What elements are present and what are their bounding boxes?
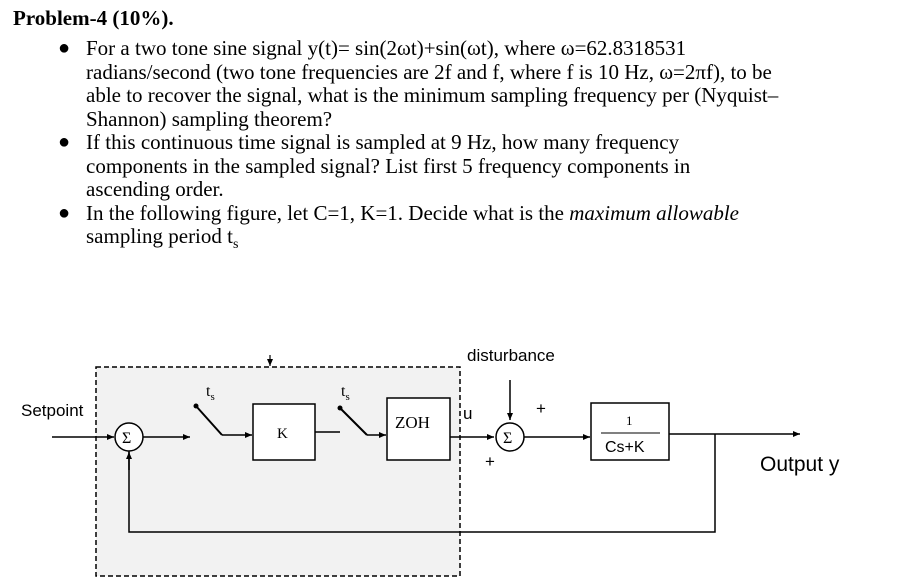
sum2-lower-sign: + <box>485 452 495 471</box>
disturbance-label: disturbance <box>467 346 555 365</box>
bullet-icon: ● <box>58 131 71 153</box>
disturbance-sign: + <box>536 399 546 418</box>
sampler-switch-2 <box>339 407 368 436</box>
zoh-label: ZOH <box>395 413 430 432</box>
emphasis-text: maximum allowable <box>569 200 739 225</box>
problem-title: Problem-4 (10%). <box>13 6 174 30</box>
question-1-line: able to recover the signal, what is the … <box>86 83 779 107</box>
plant-numerator: 1 <box>626 413 633 428</box>
question-list: ● For a two tone sine signal y(t)= sin(2… <box>0 36 902 257</box>
bullet-icon: ● <box>58 37 71 59</box>
plant-denominator: Cs+K <box>605 439 645 456</box>
setpoint-label: Setpoint <box>21 401 84 420</box>
switch2-label: ts <box>341 383 350 403</box>
question-2-line: ascending order. <box>86 177 224 201</box>
feedback-path <box>128 434 716 533</box>
question-3: ● In the following figure, let C=1, K=1.… <box>0 200 902 257</box>
bullet-icon: ● <box>58 201 71 224</box>
zoh-block <box>386 397 451 461</box>
question-1: ● For a two tone sine signal y(t)= sin(2… <box>0 36 902 131</box>
sampler-switch-1 <box>195 405 223 436</box>
sum2-symbol: Σ <box>503 430 512 447</box>
question-3-line: sampling period ts <box>86 224 239 253</box>
question-1-line: radians/second (two tone frequencies are… <box>86 59 772 84</box>
question-2: ● If this continuous time signal is samp… <box>0 130 902 202</box>
switch2-contact <box>337 405 343 411</box>
switch1-label: ts <box>206 383 215 403</box>
question-3-line: In the following figure, let C=1, K=1. D… <box>86 200 739 225</box>
u-label: u <box>463 404 472 423</box>
sum1-symbol: Σ <box>122 430 131 447</box>
plant-block <box>590 402 670 461</box>
gain-block <box>252 403 316 461</box>
question-2-line: components in the sampled signal? List f… <box>86 153 691 178</box>
gain-label: K <box>277 426 288 442</box>
output-label: Output y <box>760 453 840 476</box>
question-2-line: If this continuous time signal is sample… <box>86 130 680 154</box>
question-1-line: For a two tone sine signal y(t)= sin(2ωt… <box>86 36 687 60</box>
question-1-line: Shannon) sampling theorem? <box>86 106 333 131</box>
